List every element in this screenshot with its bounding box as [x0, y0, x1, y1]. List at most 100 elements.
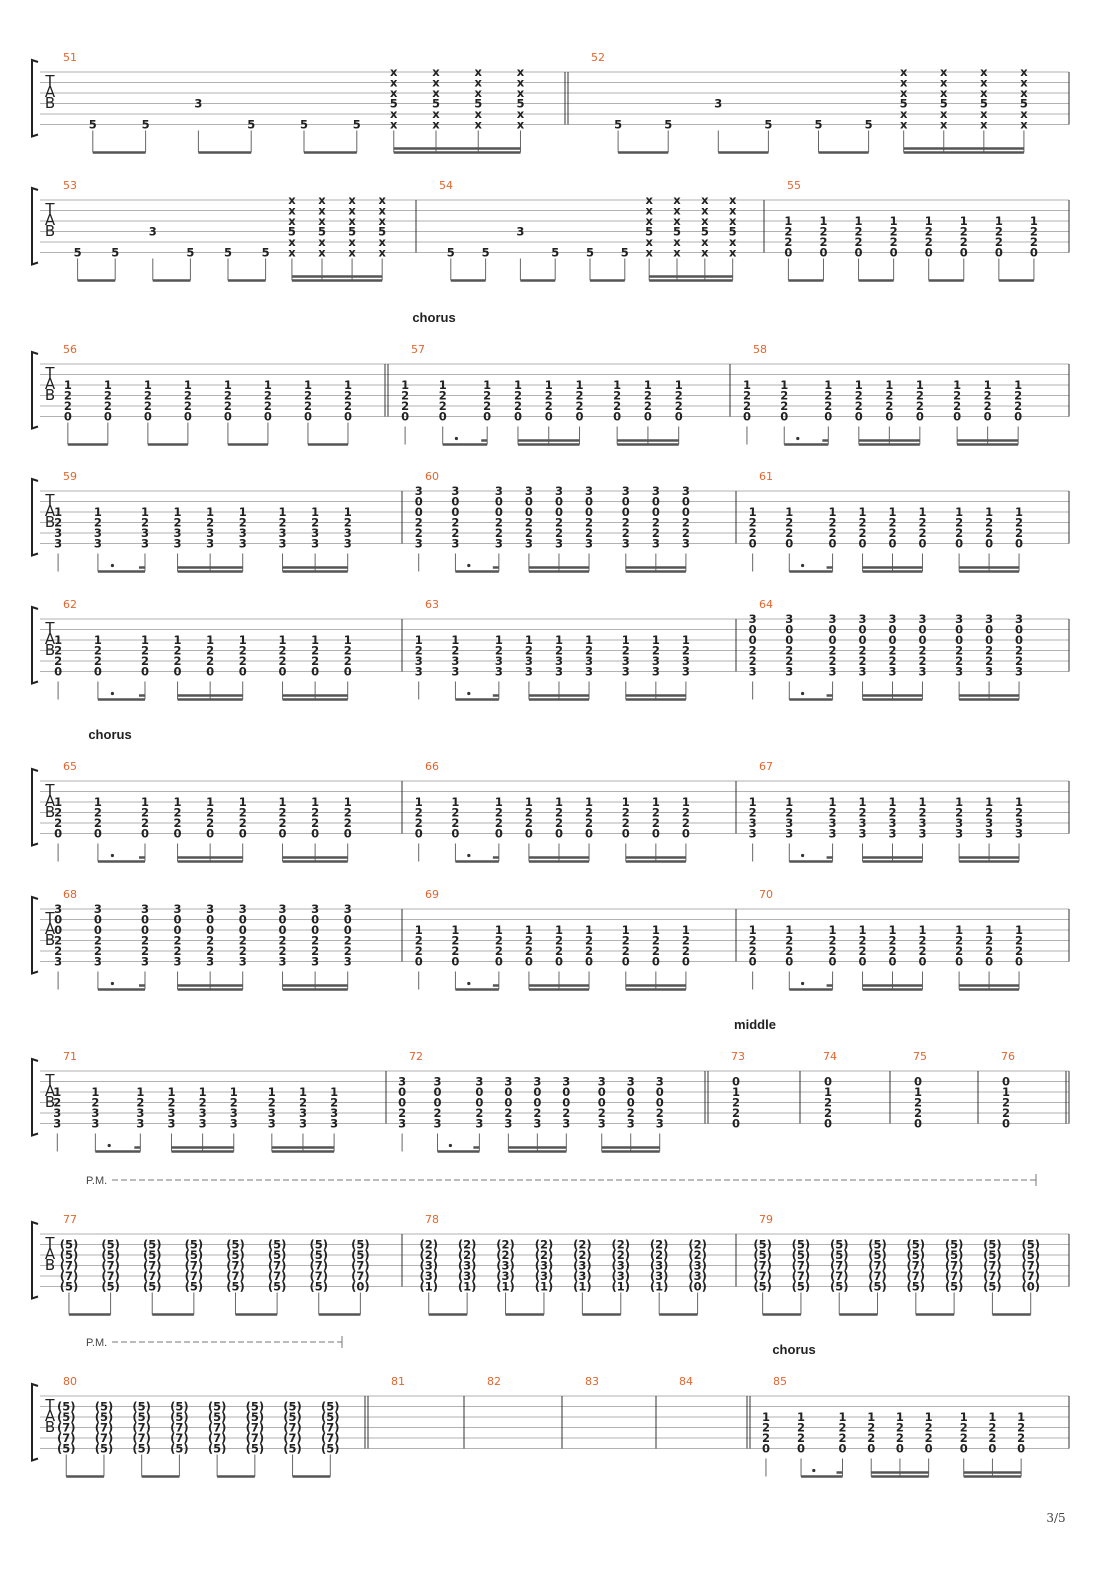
fret-number: 2 — [279, 654, 287, 668]
fret-number: 2 — [415, 806, 423, 820]
fret-number: x — [673, 193, 681, 207]
fret-number: 2 — [855, 389, 863, 403]
fret-number: 1 — [652, 795, 660, 809]
fret-number: 5 — [940, 97, 948, 111]
fret-number: 3 — [311, 537, 319, 551]
fret-number: 0 — [985, 537, 993, 551]
fret-number: 3 — [167, 1117, 175, 1131]
measure-number: 58 — [753, 343, 767, 356]
fret-number: 3 — [1015, 665, 1023, 679]
fret-number: (7) — [208, 1431, 227, 1445]
fret-number: 3 — [311, 902, 319, 916]
fret-number: 1 — [344, 378, 352, 392]
fret-number: (3) — [496, 1269, 515, 1283]
measure-number: 80 — [63, 1375, 77, 1388]
fret-number: 3 — [230, 1117, 238, 1131]
fret-number: 2 — [451, 806, 459, 820]
fret-number: (5) — [143, 1280, 162, 1294]
fret-number: 2 — [91, 1096, 99, 1110]
fret-number: 5 — [1020, 97, 1028, 111]
fret-number: 1 — [264, 378, 272, 392]
fret-number: 2 — [829, 654, 837, 668]
fret-number: (5) — [57, 1442, 76, 1456]
fret-number: 2 — [344, 399, 352, 413]
fret-number: 5 — [390, 97, 398, 111]
fret-number: (5) — [60, 1280, 79, 1294]
fret-number: 2 — [268, 1096, 276, 1110]
measure-number: 70 — [759, 888, 773, 901]
dot — [467, 563, 471, 568]
fret-number: 2 — [749, 526, 757, 540]
fret-number: 1 — [889, 795, 897, 809]
fret-number: 1 — [230, 1085, 238, 1099]
fret-number: 2 — [1014, 399, 1022, 413]
fret-number: 3 — [627, 1075, 635, 1089]
fret-number: 3 — [141, 537, 149, 551]
fret-number: 3 — [682, 665, 690, 679]
fret-number: 2 — [525, 816, 533, 830]
fret-number: 1 — [855, 214, 863, 228]
fret-number: 2 — [576, 399, 584, 413]
fret-number: 0 — [1015, 623, 1023, 637]
fret-number: (5) — [132, 1442, 151, 1456]
fret-number: 3 — [495, 665, 503, 679]
fret-number: (5) — [95, 1410, 114, 1424]
fret-number: 2 — [174, 654, 182, 668]
fret-number: 2 — [514, 399, 522, 413]
fret-number: 1 — [525, 795, 533, 809]
fret-number: 0 — [144, 410, 152, 424]
fret-number: (7) — [907, 1269, 926, 1283]
fret-number: 2 — [94, 944, 102, 958]
fret-number: 0 — [264, 410, 272, 424]
fret-number: 1 — [797, 1410, 805, 1424]
tab-clef-b: B — [45, 222, 55, 240]
fret-number: 3 — [555, 665, 563, 679]
fret-number: 1 — [916, 378, 924, 392]
fret-number: 1 — [268, 1085, 276, 1099]
section-label: middle — [734, 1017, 776, 1032]
fret-number: 0 — [495, 495, 503, 509]
fret-number: 0 — [627, 1085, 635, 1099]
measure-number: 69 — [425, 888, 439, 901]
fret-number: 1 — [1015, 923, 1023, 937]
fret-number: 5 — [348, 225, 356, 239]
fret-number: 2 — [1015, 654, 1023, 668]
fret-number: 2 — [54, 806, 62, 820]
fret-number: 0 — [415, 495, 423, 509]
fret-number: 2 — [439, 399, 447, 413]
fret-number: 3 — [785, 827, 793, 841]
fret-number: 3 — [174, 902, 182, 916]
fret-number: (1) — [496, 1280, 515, 1294]
fret-number: (5) — [1021, 1238, 1040, 1252]
tab-clef-a: A — [45, 1082, 56, 1100]
fret-number: 3 — [53, 1106, 61, 1120]
fret-number: 5 — [89, 118, 97, 132]
system-bracket — [31, 605, 39, 685]
fret-number: 0 — [525, 505, 533, 519]
tab-clef-t: T — [44, 491, 55, 509]
fret-number: 1 — [279, 795, 287, 809]
fret-number: 2 — [785, 654, 793, 668]
fret-number: 2 — [94, 934, 102, 948]
fret-number: x — [432, 107, 440, 121]
measure-number: 72 — [409, 1050, 423, 1063]
fret-number: 0 — [239, 827, 247, 841]
fret-number: 0 — [174, 827, 182, 841]
fret-number: 1 — [299, 1085, 307, 1099]
fret-number: 0 — [749, 955, 757, 969]
fret-number: 3 — [206, 537, 214, 551]
fret-number: 5 — [701, 225, 709, 239]
fret-number: 1 — [890, 214, 898, 228]
fret-number: 0 — [896, 1442, 904, 1456]
fret-number: x — [318, 204, 326, 218]
section-label: chorus — [88, 727, 131, 742]
dot — [801, 691, 805, 696]
fret-number: 2 — [279, 806, 287, 820]
fret-number: 0 — [859, 955, 867, 969]
fret-number: (5) — [246, 1400, 265, 1414]
fret-number: x — [980, 76, 988, 90]
fret-number: 3 — [859, 827, 867, 841]
fret-number: 0 — [652, 827, 660, 841]
